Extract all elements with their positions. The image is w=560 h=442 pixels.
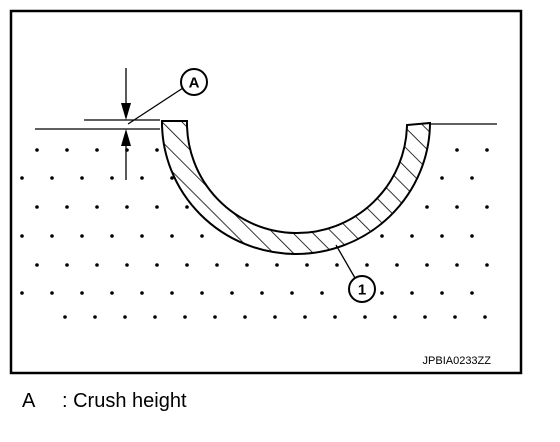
housing-dot: [455, 148, 459, 152]
callout-a-leader: [127, 87, 184, 125]
housing-dot: [440, 234, 444, 238]
housing-dot: [80, 234, 84, 238]
housing-dot: [35, 205, 39, 209]
legend-key: A: [22, 390, 36, 412]
housing-dot: [363, 315, 367, 319]
housing-dot: [455, 205, 459, 209]
housing-dot: [65, 263, 69, 267]
housing-dot: [20, 234, 24, 238]
housing-dot: [155, 205, 159, 209]
housing-dot: [35, 148, 39, 152]
housing-dot: [290, 291, 294, 295]
legend-text: : Crush height: [62, 390, 187, 412]
housing-dot: [215, 263, 219, 267]
housing-dot: [440, 291, 444, 295]
housing-dot: [423, 315, 427, 319]
housing-dot: [305, 263, 309, 267]
housing-dot: [470, 176, 474, 180]
housing-dot: [185, 263, 189, 267]
housing-dot: [170, 176, 174, 180]
housing-dot: [50, 291, 54, 295]
housing-dot: [20, 291, 24, 295]
callout-1-leader: [335, 244, 356, 279]
housing-dot: [125, 263, 129, 267]
housing-dot: [65, 205, 69, 209]
housing-dot: [35, 263, 39, 267]
housing-dot: [123, 315, 127, 319]
callout-1-circle: [348, 275, 376, 303]
housing-dot: [470, 291, 474, 295]
housing-dot: [483, 315, 487, 319]
housing-dot: [260, 291, 264, 295]
housing-dot: [470, 234, 474, 238]
housing-dot: [185, 205, 189, 209]
housing-dot: [380, 291, 384, 295]
housing-dot: [275, 263, 279, 267]
housing-dot: [425, 205, 429, 209]
housing-dot: [140, 176, 144, 180]
housing-dot: [365, 263, 369, 267]
housing-dot: [170, 234, 174, 238]
housing-dot: [200, 291, 204, 295]
housing-dot: [333, 315, 337, 319]
housing-dot: [425, 263, 429, 267]
figure-code: JPBIA0233ZZ: [423, 355, 492, 367]
housing-dot: [335, 263, 339, 267]
housing-dot: [440, 176, 444, 180]
housing-dot: [155, 148, 159, 152]
housing-dot: [170, 291, 174, 295]
callout-a-circle: [180, 68, 208, 96]
housing-dot: [485, 205, 489, 209]
housing-dot: [410, 234, 414, 238]
housing-dot: [95, 148, 99, 152]
housing-dot: [320, 291, 324, 295]
housing-dot: [380, 234, 384, 238]
housing-dot: [393, 315, 397, 319]
housing-dot: [80, 291, 84, 295]
housing-dot: [410, 291, 414, 295]
housing-dot: [245, 263, 249, 267]
housing-dot: [485, 263, 489, 267]
housing-dot: [20, 176, 24, 180]
housing-dot: [93, 315, 97, 319]
housing-dot: [213, 315, 217, 319]
housing-dot: [110, 291, 114, 295]
housing-dot: [50, 176, 54, 180]
housing-dot: [395, 263, 399, 267]
housing-dot-pattern: [20, 148, 489, 319]
legend: A : Crush height: [22, 390, 187, 413]
housing-dot: [140, 291, 144, 295]
housing-dot: [110, 176, 114, 180]
housing-dot: [110, 234, 114, 238]
housing-dot: [140, 234, 144, 238]
housing-dot: [80, 176, 84, 180]
housing-dot: [95, 263, 99, 267]
dimension-arrow-top-head: [121, 103, 131, 120]
housing-dot: [153, 315, 157, 319]
housing-dot: [485, 148, 489, 152]
housing-dot: [243, 315, 247, 319]
housing-dot: [303, 315, 307, 319]
housing-dot: [155, 263, 159, 267]
housing-dot: [125, 205, 129, 209]
housing-dot: [65, 148, 69, 152]
housing-dot: [273, 315, 277, 319]
housing-dot: [453, 315, 457, 319]
callout-1-label: 1: [358, 282, 366, 299]
housing-dot: [230, 291, 234, 295]
housing-dot: [95, 205, 99, 209]
housing-dot: [63, 315, 67, 319]
dimension-arrow-bottom-head: [121, 129, 131, 146]
housing-dot: [455, 263, 459, 267]
bearing-shell: [160, 120, 432, 255]
housing-dot: [50, 234, 54, 238]
callout-a-label: A: [189, 75, 200, 92]
housing-dot: [183, 315, 187, 319]
housing-dot: [200, 234, 204, 238]
